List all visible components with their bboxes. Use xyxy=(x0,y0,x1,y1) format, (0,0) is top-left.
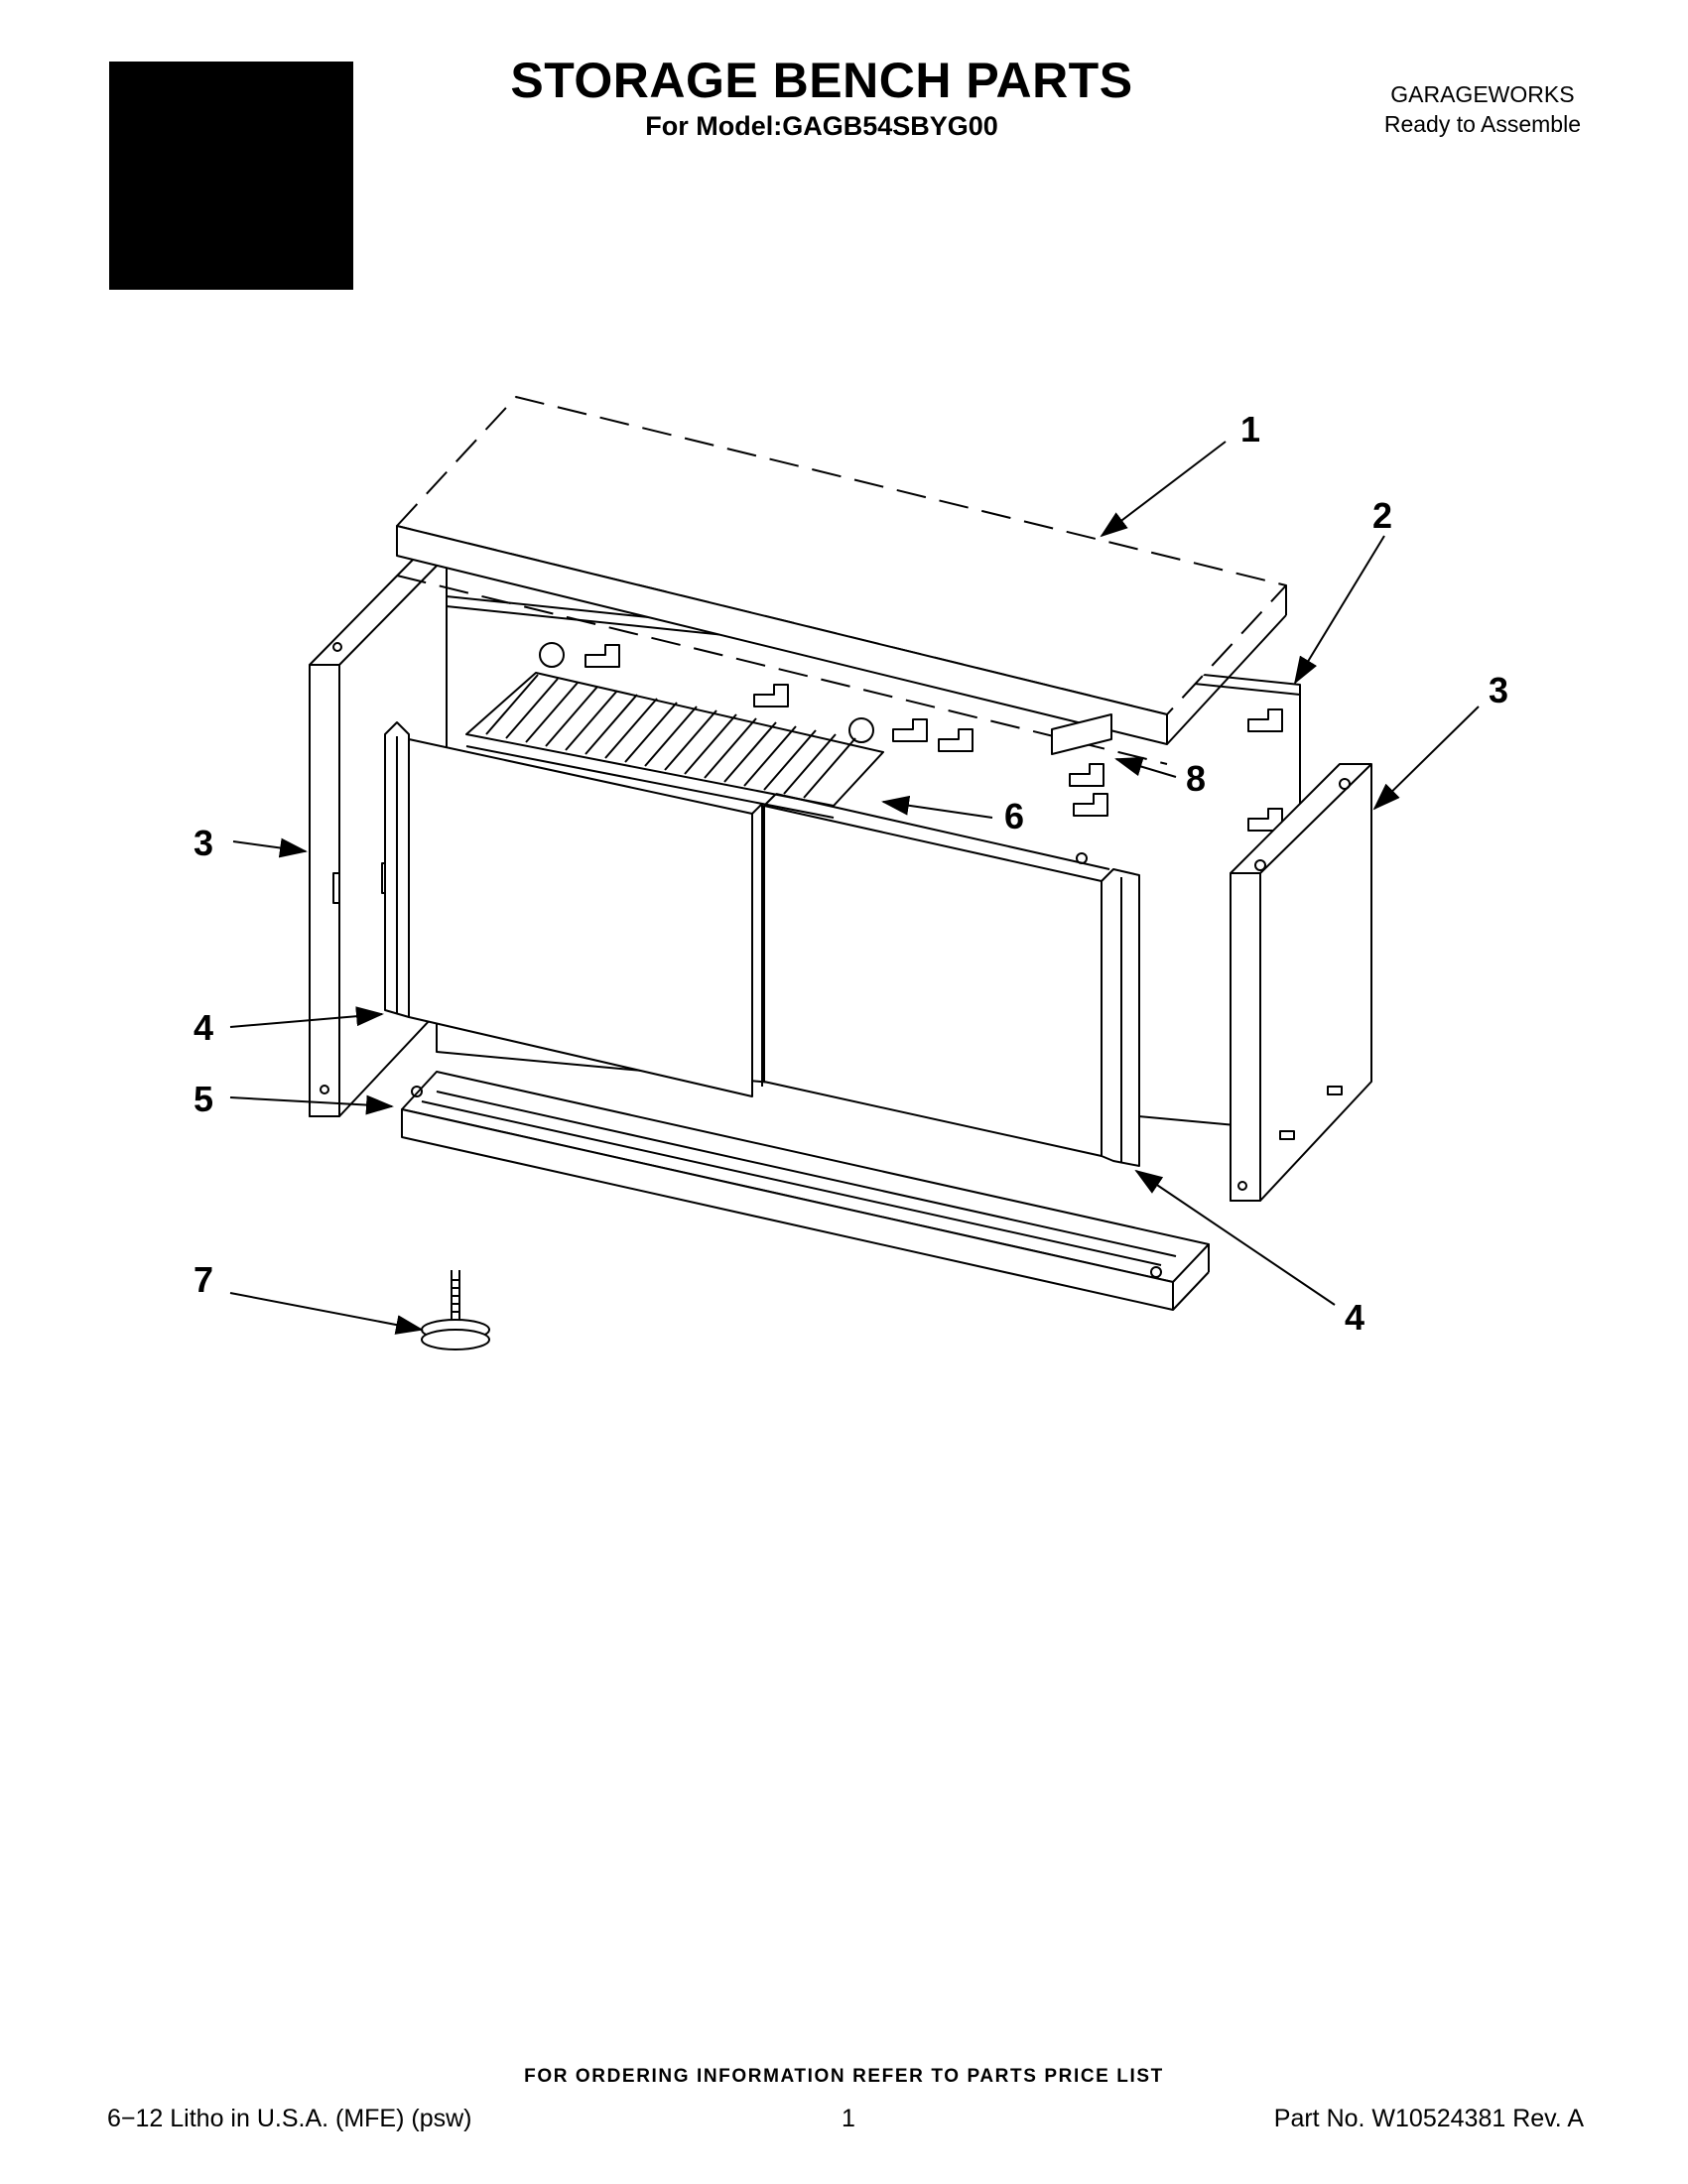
left-door xyxy=(408,738,763,1097)
right-door xyxy=(763,793,1110,1157)
right-side-panel xyxy=(1230,763,1372,1202)
callout-4-left: 4 xyxy=(194,1007,213,1048)
left-rail xyxy=(384,721,410,1018)
model-line: For Model:GAGB54SBYG00 xyxy=(645,111,998,141)
shelf-brackets xyxy=(584,644,1283,832)
callout-7: 7 xyxy=(194,1259,213,1300)
right-rail xyxy=(1101,868,1140,1167)
litho-note: 6−12 Litho in U.S.A. (MFE) (psw) xyxy=(107,2105,472,2132)
leveler-foot xyxy=(421,1270,490,1350)
ordering-note: FOR ORDERING INFORMATION REFER TO PARTS … xyxy=(524,2066,1164,2087)
base xyxy=(401,1071,1210,1311)
logo-block xyxy=(109,62,353,290)
callout-6: 6 xyxy=(1004,796,1024,836)
label-plate xyxy=(1051,713,1112,817)
brand-subtitle: Ready to Assemble xyxy=(1383,111,1581,137)
callout-4-right: 4 xyxy=(1345,1297,1364,1338)
callout-5: 5 xyxy=(194,1079,213,1119)
title-block: STORAGE BENCH PARTS For Model:GAGB54SBYG… xyxy=(0,52,1688,142)
callout-leaders xyxy=(229,441,1480,1335)
callout-1: 1 xyxy=(1240,409,1260,450)
page-number: 1 xyxy=(842,2105,855,2132)
callout-3-left: 3 xyxy=(194,823,213,863)
top-lid xyxy=(396,396,1287,765)
callout-2: 2 xyxy=(1372,495,1392,536)
wire-shelf xyxy=(465,642,884,819)
part-number: Part No. W10524381 Rev. A xyxy=(1273,2105,1584,2132)
brand-block: GARAGEWORKS Ready to Assemble xyxy=(1384,79,1581,139)
brand-name: GARAGEWORKS xyxy=(1390,81,1575,107)
page-title: STORAGE BENCH PARTS xyxy=(510,53,1133,108)
callout-8: 8 xyxy=(1186,758,1206,799)
callout-3-right: 3 xyxy=(1489,670,1508,710)
